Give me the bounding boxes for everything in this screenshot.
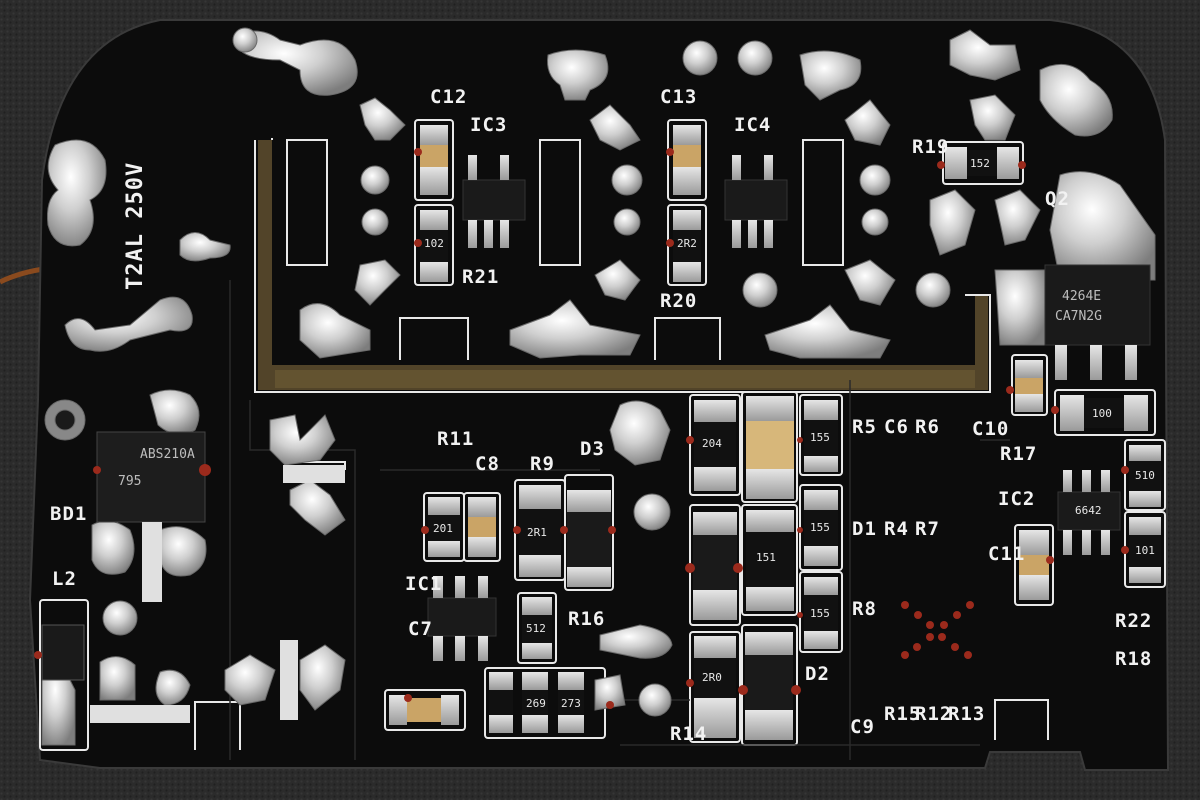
label-r9: R9 <box>530 453 555 475</box>
label-l2: L2 <box>52 568 77 590</box>
label-r14: R14 <box>670 723 708 745</box>
label-c8: C8 <box>475 453 500 475</box>
solder-joints <box>41 27 1156 746</box>
pcb-board <box>28 19 1170 771</box>
silkscreen-outlines <box>39 119 1166 751</box>
label-r7: R7 <box>915 518 940 540</box>
label-r17: R17 <box>1000 443 1038 465</box>
smd-chips <box>41 155 1151 740</box>
code-r19: 152 <box>970 157 990 170</box>
label-r15: R15 <box>884 703 922 725</box>
code-r8: 155 <box>810 607 830 620</box>
label-c9: C9 <box>850 716 875 738</box>
code-r14: 2R0 <box>702 671 722 684</box>
label-r12: R12 <box>915 703 953 725</box>
glue-dots <box>34 148 1129 709</box>
label-d1: D1 <box>852 518 877 540</box>
code-big-resistor: 151 <box>756 551 776 564</box>
label-r18: R18 <box>1115 648 1153 670</box>
label-c12: C12 <box>430 86 468 108</box>
fuse-rating-label: T2AL 250V <box>123 161 148 290</box>
label-d2: D2 <box>805 663 830 685</box>
bridge-pad <box>142 522 162 602</box>
label-r8: R8 <box>852 598 877 620</box>
label-c10: C10 <box>972 418 1010 440</box>
code-r21: 102 <box>424 237 444 250</box>
code-r16: 512 <box>526 622 546 635</box>
code-r11: 201 <box>433 522 453 535</box>
label-c13: C13 <box>660 86 698 108</box>
code-r204: 204 <box>702 437 722 450</box>
code-r4: 155 <box>810 521 830 534</box>
label-ic1: IC1 <box>405 573 443 595</box>
code-bd1-line1: ABS210A <box>140 447 195 462</box>
code-r6: 510 <box>1135 469 1155 482</box>
label-r16: R16 <box>568 608 606 630</box>
code-r273: 273 <box>561 697 581 710</box>
label-r6: R6 <box>915 416 940 438</box>
code-q2-line2: CA7N2G <box>1055 309 1102 324</box>
label-c11: C11 <box>988 543 1026 565</box>
label-d3: D3 <box>580 438 605 460</box>
label-ic3: IC3 <box>470 114 508 136</box>
label-r13: R13 <box>948 703 986 725</box>
label-c7: C7 <box>408 618 433 640</box>
label-r19: R19 <box>912 136 950 158</box>
code-bd1-line2: 795 <box>118 474 142 489</box>
label-ic2: IC2 <box>998 488 1036 510</box>
label-ic4: IC4 <box>734 114 772 136</box>
label-r22: R22 <box>1115 610 1153 632</box>
transformer-cutout <box>258 140 988 390</box>
code-q2-line1: 4264E <box>1062 289 1102 304</box>
label-q2: Q2 <box>1045 188 1070 210</box>
label-r21: R21 <box>462 266 500 288</box>
label-r11: R11 <box>437 428 475 450</box>
label-r4: R4 <box>884 518 909 540</box>
traces <box>229 280 1010 760</box>
code-r20: 2R2 <box>677 237 697 250</box>
code-r17: 100 <box>1092 407 1112 420</box>
code-r7: 101 <box>1135 544 1155 557</box>
code-r5: 155 <box>810 431 830 444</box>
label-bd1: BD1 <box>50 503 88 525</box>
code-ic2: 6642 <box>1075 504 1102 517</box>
label-r5: R5 <box>852 416 877 438</box>
passive-components <box>389 125 1161 738</box>
code-r269: 269 <box>526 697 546 710</box>
label-r20: R20 <box>660 290 698 312</box>
code-r9: 2R1 <box>527 526 547 539</box>
label-c6: C6 <box>884 416 909 438</box>
